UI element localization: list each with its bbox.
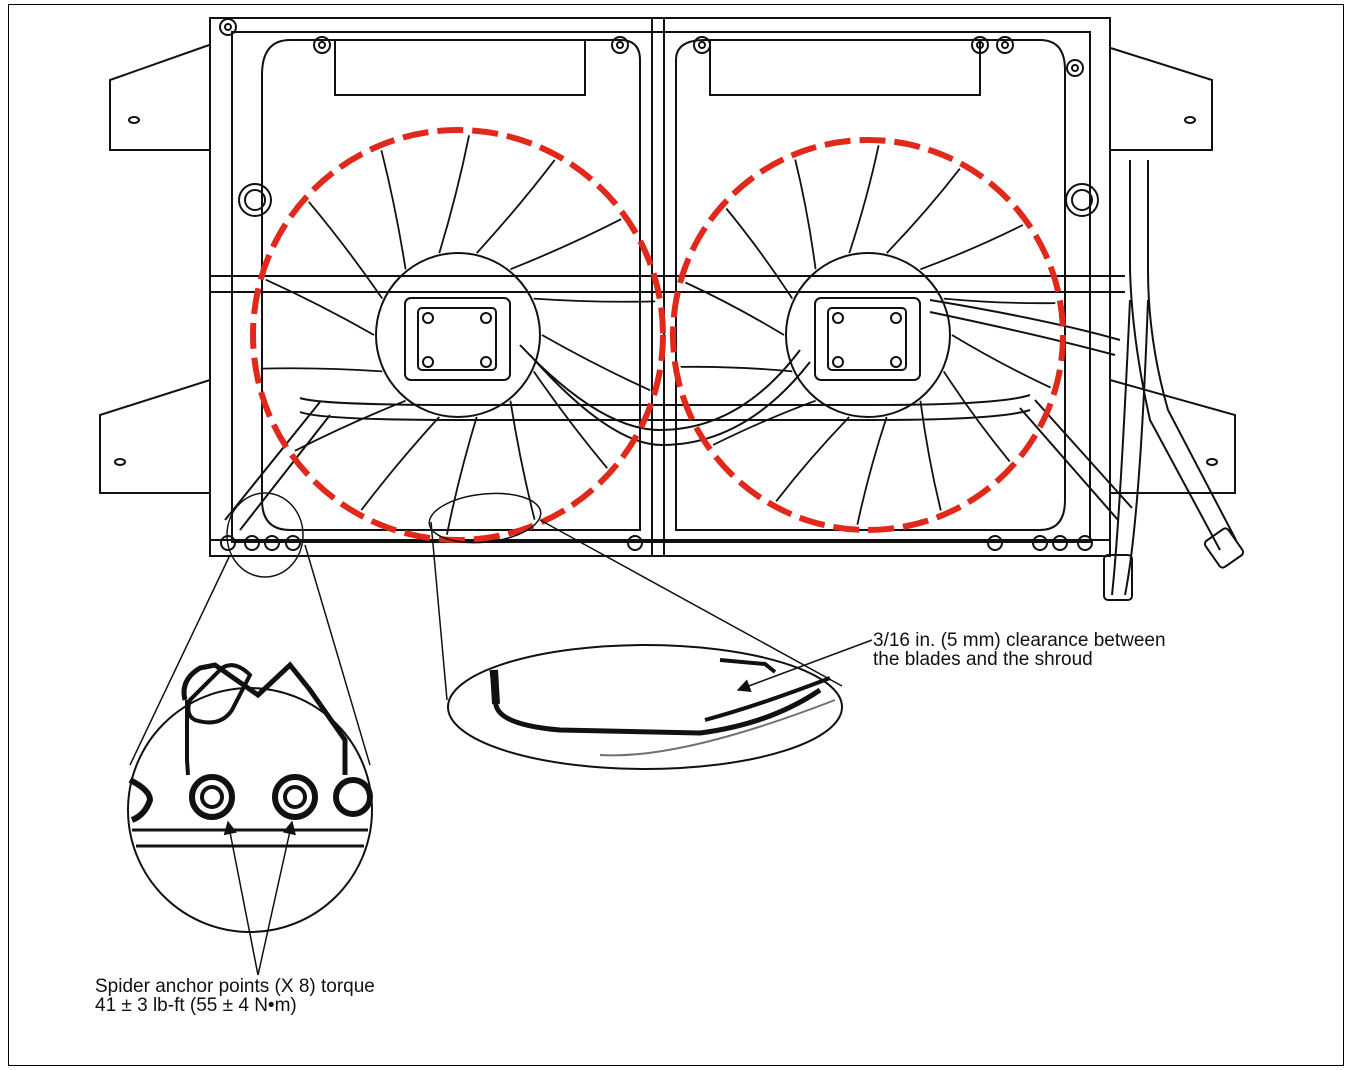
bracket-lower-right (1109, 378, 1236, 494)
magnified-view-anchor (127, 544, 373, 933)
fan-blade (265, 278, 375, 336)
callout-clearance-line2: the blades and the shroud (873, 649, 1093, 670)
fan-blade (446, 416, 478, 535)
bracket-upper-right (1096, 42, 1213, 151)
fan-blade (509, 400, 536, 520)
spider-bar-upper (210, 275, 1125, 293)
fan-blade (856, 416, 888, 525)
fan-outline-left (250, 127, 666, 543)
fan-blade (380, 150, 407, 270)
fan-blade (533, 297, 656, 303)
fan-blade (794, 159, 817, 270)
fan-blade (943, 297, 1056, 305)
callout-spider-anchor: Spider anchor points (X 8) torque 41 ± 3… (95, 977, 375, 1015)
fan-blade (886, 168, 961, 254)
fan-blade (919, 400, 942, 511)
bracket-lower-left (99, 378, 211, 494)
fan-blade (476, 159, 556, 254)
detail-marker-anchor (226, 492, 304, 578)
fan-blade (725, 207, 794, 300)
hose-lower (1111, 299, 1149, 596)
radiator-fan-shroud (99, 17, 1236, 557)
hose-vertical (1129, 160, 1237, 551)
fan-blade (438, 135, 470, 254)
bracket-upper-left (109, 42, 213, 151)
fan-opening-right (675, 39, 1066, 531)
leader-anchor-1 (223, 820, 259, 976)
fan-blade (360, 416, 440, 511)
leader-anchor-2 (257, 820, 296, 976)
spider-and-hoses (210, 160, 1245, 601)
fan-left (260, 135, 656, 535)
fan-opening-left (261, 39, 641, 531)
shroud-inner (231, 31, 1091, 543)
callout-clearance-line1: 3/16 in. (5 mm) clearance between (873, 630, 1166, 651)
fan-blade (951, 334, 1051, 389)
fan-blade (308, 201, 384, 300)
hose-coupler (1103, 554, 1133, 601)
strut-left (224, 401, 331, 531)
fan-outline-right (670, 137, 1066, 533)
fan-blade (260, 367, 383, 373)
spider-bar-lower (299, 394, 1031, 406)
callout-spider-line1: Spider anchor points (X 8) torque (95, 976, 375, 997)
strut-right (1019, 399, 1133, 521)
fan-blade (848, 145, 880, 254)
shroud-frame (209, 17, 1111, 557)
detail-marker-clearance (428, 492, 542, 544)
fan-motors (375, 252, 951, 418)
fan-blade (680, 365, 793, 373)
magnified-view-clearance (430, 519, 843, 770)
fan-blade (541, 334, 651, 392)
blade-tip-outlines (250, 127, 1066, 543)
fan-right (680, 145, 1056, 525)
figure-frame (8, 4, 1344, 1066)
leader-lines (223, 639, 873, 976)
fan-blade (685, 281, 785, 336)
fan-blade (510, 218, 622, 271)
fan-blade (775, 416, 850, 502)
detail-markers (226, 492, 542, 578)
callout-spider-line2: 41 ± 3 lb-ft (55 ± 4 N•m) (95, 995, 297, 1016)
callout-clearance: 3/16 in. (5 mm) clearance between the bl… (873, 631, 1166, 669)
fan-blade (920, 224, 1024, 271)
leader-clearance (736, 639, 873, 693)
fan-blade (532, 370, 608, 469)
